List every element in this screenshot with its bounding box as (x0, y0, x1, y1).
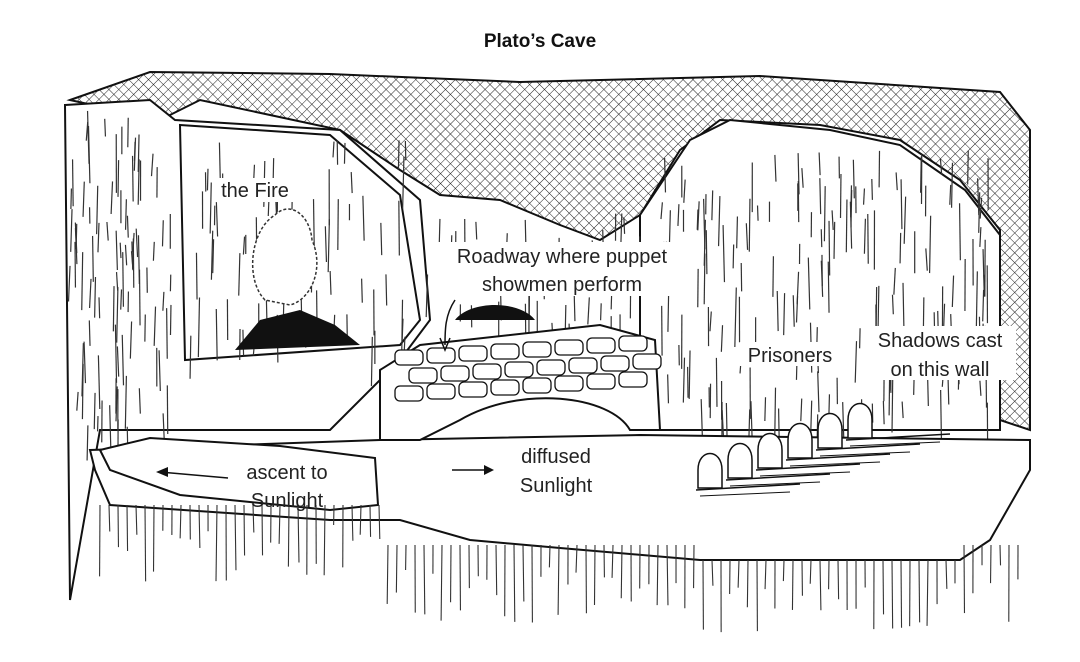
label-ascent-line1: ascent to (246, 462, 327, 484)
label-shadows-line1: Shadows cast (878, 330, 1003, 352)
prisoner (725, 442, 831, 487)
diagram-title: Plato’s Cave (484, 31, 596, 52)
ascent-ledge (98, 436, 380, 512)
label-shadows-line2: on this wall (891, 359, 990, 381)
floor-texture-lines (99, 504, 1019, 633)
roadway-wall-bridge (379, 305, 662, 441)
label-roadway-line2: showmen perform (482, 274, 642, 296)
prisoner (845, 402, 951, 447)
label-diffused-line2: Sunlight (520, 475, 593, 497)
prisoner (815, 412, 921, 457)
roadway-pointer-arrow (439, 299, 456, 352)
rock-crosshatch (66, 70, 1031, 432)
ascent-arrow (156, 467, 229, 479)
label-ascent-line2: Sunlight (251, 490, 324, 512)
label-roadway-line1: Roadway where puppet (457, 246, 668, 268)
prisoners-group (695, 402, 951, 497)
prisoner (695, 452, 801, 497)
fire (235, 208, 360, 350)
diffused-arrow (452, 465, 494, 475)
label-diffused-line1: diffused (521, 446, 591, 468)
label-prisoners: Prisoners (748, 345, 832, 367)
label-fire: the Fire (221, 180, 289, 202)
labels: the Fire Roadway where puppet showmen pe… (213, 178, 1016, 512)
prisoner (755, 432, 861, 477)
prisoner (785, 422, 891, 467)
